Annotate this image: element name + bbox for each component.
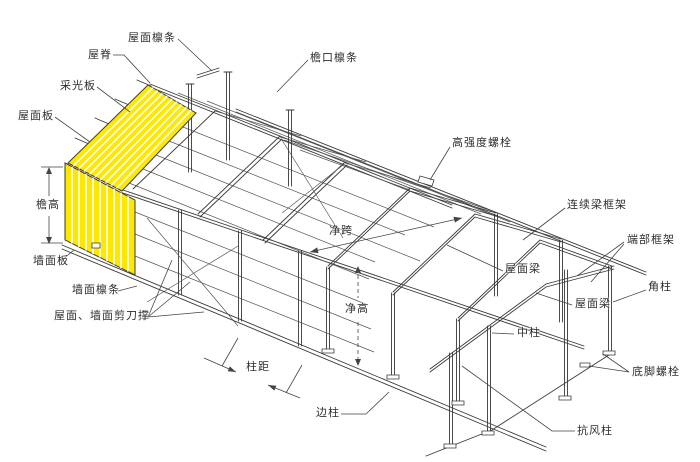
dimension-column-spacing: [203, 337, 303, 399]
label-net-span: 净跨: [329, 224, 353, 237]
label-eave-purlin: 檐口檩条: [310, 51, 358, 64]
label-side-column: 边柱: [316, 406, 340, 419]
label-roof-purlin: 屋面檩条: [128, 31, 176, 44]
label-roof-panel: 屋面板: [18, 109, 54, 122]
leader-lines: [54, 38, 647, 432]
label-roof-beam-2: 屋面梁: [575, 297, 611, 310]
label-wall-panel: 墙面板: [33, 254, 69, 267]
label-anchor-bolt: 底脚螺栓: [632, 365, 680, 378]
label-scissor-brace: 屋面、墙面剪刀撑: [54, 309, 150, 322]
dimension-net-span: [309, 216, 463, 254]
label-high-strength-bolt: 高强度螺栓: [452, 136, 512, 149]
yellow-wall-panel: [64, 162, 136, 276]
label-wind-column: 抗风柱: [577, 424, 613, 437]
label-corner-column: 角柱: [648, 280, 672, 293]
column-base-plates: [321, 348, 616, 449]
structure-lines: [61, 67, 647, 457]
yellow-roof-panel: [67, 84, 197, 192]
label-skylight-panel: 采光板: [60, 79, 96, 92]
label-net-height: 净高: [345, 302, 369, 315]
bolt-splice-plate: [417, 175, 435, 187]
label-continuous-beam-frame: 连续梁框架: [567, 198, 627, 211]
label-middle-column: 中柱: [517, 326, 541, 339]
label-column-spacing: 柱距: [246, 360, 270, 373]
label-roof-beam-1: 屋面梁: [505, 262, 541, 275]
label-wall-purlin: 墙面檩条: [72, 283, 120, 296]
label-eave-height: 檐高: [36, 198, 60, 211]
label-ridge: 屋脊: [88, 48, 112, 61]
label-end-frame: 端部框架: [627, 233, 675, 246]
dimension-net-height: [355, 266, 361, 366]
dimension-eave-height: [41, 166, 63, 244]
